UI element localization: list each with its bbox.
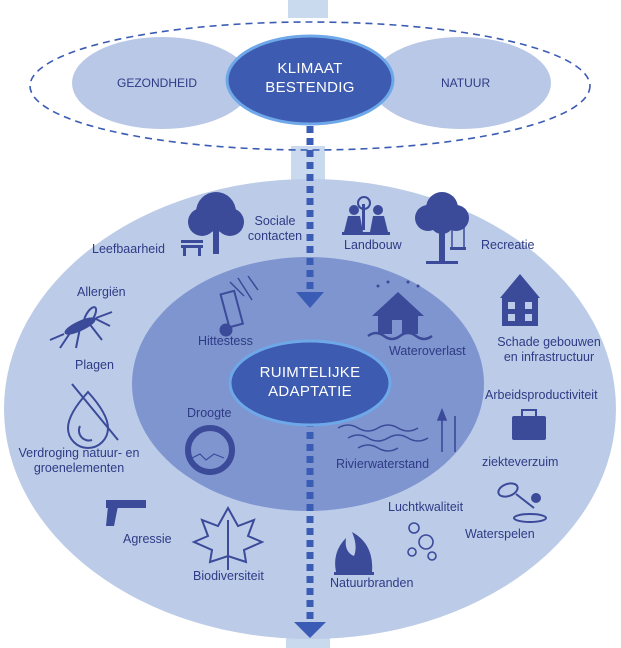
verdroging-label: Verdroging natuur- en groenelementen (4, 446, 154, 476)
allergien-label: Allergiën (77, 285, 126, 299)
lower-arrow-icon (294, 622, 326, 638)
klimaat-ellipse (225, 34, 395, 126)
verdroging-line2: groenelementen (33, 461, 125, 475)
ruimtelijke-label: RUIMTELIJKE ADAPTATIE (240, 363, 380, 401)
house-icon (500, 274, 540, 326)
ziekteverzuim-label: ziekteverzuim (482, 455, 559, 469)
flood-house-icon (367, 280, 433, 341)
sociale-line2: contacten (247, 229, 303, 243)
heat-thermometer-icon (219, 275, 259, 337)
landbouw-label: Landbouw (344, 238, 402, 252)
klimaat-line2: BESTENDIG (265, 79, 355, 96)
gun-icon (106, 500, 146, 526)
gezondheid-label: GEZONDHEID (117, 76, 198, 90)
leefbaarheid-label: Leefbaarheid (92, 242, 165, 256)
ruimtelijke-line1: RUIMTELIJKE (259, 364, 361, 381)
ruimtelijke-line2: ADAPTATIE (268, 383, 352, 400)
bubbles-icon (407, 522, 437, 561)
top-connector-bar (288, 0, 328, 18)
klimaat-line1: KLIMAAT (277, 60, 343, 77)
rivierwaterstand-label: Rivierwaterstand (336, 457, 430, 471)
mosquito-icon (49, 306, 113, 349)
fishing-net-icon (497, 482, 547, 523)
leaf-icon (191, 505, 265, 570)
natuur-label: NATUUR (441, 76, 491, 90)
biodiversiteit-label: Biodiversiteit (193, 569, 264, 583)
verdroging-line1: Verdroging natuur- en (18, 446, 140, 460)
recreatie-label: Recreatie (481, 238, 535, 252)
schade-label: Schade gebouwen en infrastructuur (493, 335, 605, 365)
fire-icon (334, 532, 374, 575)
hittestess-label: Hittestess (198, 334, 253, 348)
gezondheid-ellipse (72, 37, 252, 129)
wateroverlast-label: Wateroverlast (389, 344, 466, 358)
droogte-label: Droogte (187, 406, 232, 420)
plagen-label: Plagen (75, 358, 114, 372)
agressie-label: Agressie (123, 532, 172, 546)
schade-line1: Schade gebouwen (497, 335, 601, 349)
sociale-contacten-label: Sociale contacten (245, 214, 305, 244)
sociale-line1: Sociale (254, 214, 296, 228)
schade-line2: en infrastructuur (503, 350, 595, 364)
tree-bench-icon (181, 192, 244, 256)
luchtkwaliteit-label: Luchtkwaliteit (388, 500, 464, 514)
waterspelen-label: Waterspelen (465, 527, 535, 541)
briefcase-icon (512, 409, 546, 440)
natuur-ellipse (371, 37, 551, 129)
swing-tree-icon (415, 192, 469, 264)
drought-drop-icon (66, 383, 119, 449)
klimaat-label: KLIMAAT BESTENDIG (240, 59, 380, 97)
river-level-icon (337, 407, 456, 452)
top-dashed-ellipse (29, 21, 591, 151)
ruimtelijke-ellipse (228, 339, 392, 427)
landbouw-icon (342, 196, 390, 235)
dry-soil-icon (185, 425, 235, 475)
upper-arrow-icon (296, 292, 324, 308)
natuurbranden-label: Natuurbranden (330, 576, 414, 590)
arbeidsproductiviteit-label: Arbeidsproductiviteit (485, 388, 598, 402)
